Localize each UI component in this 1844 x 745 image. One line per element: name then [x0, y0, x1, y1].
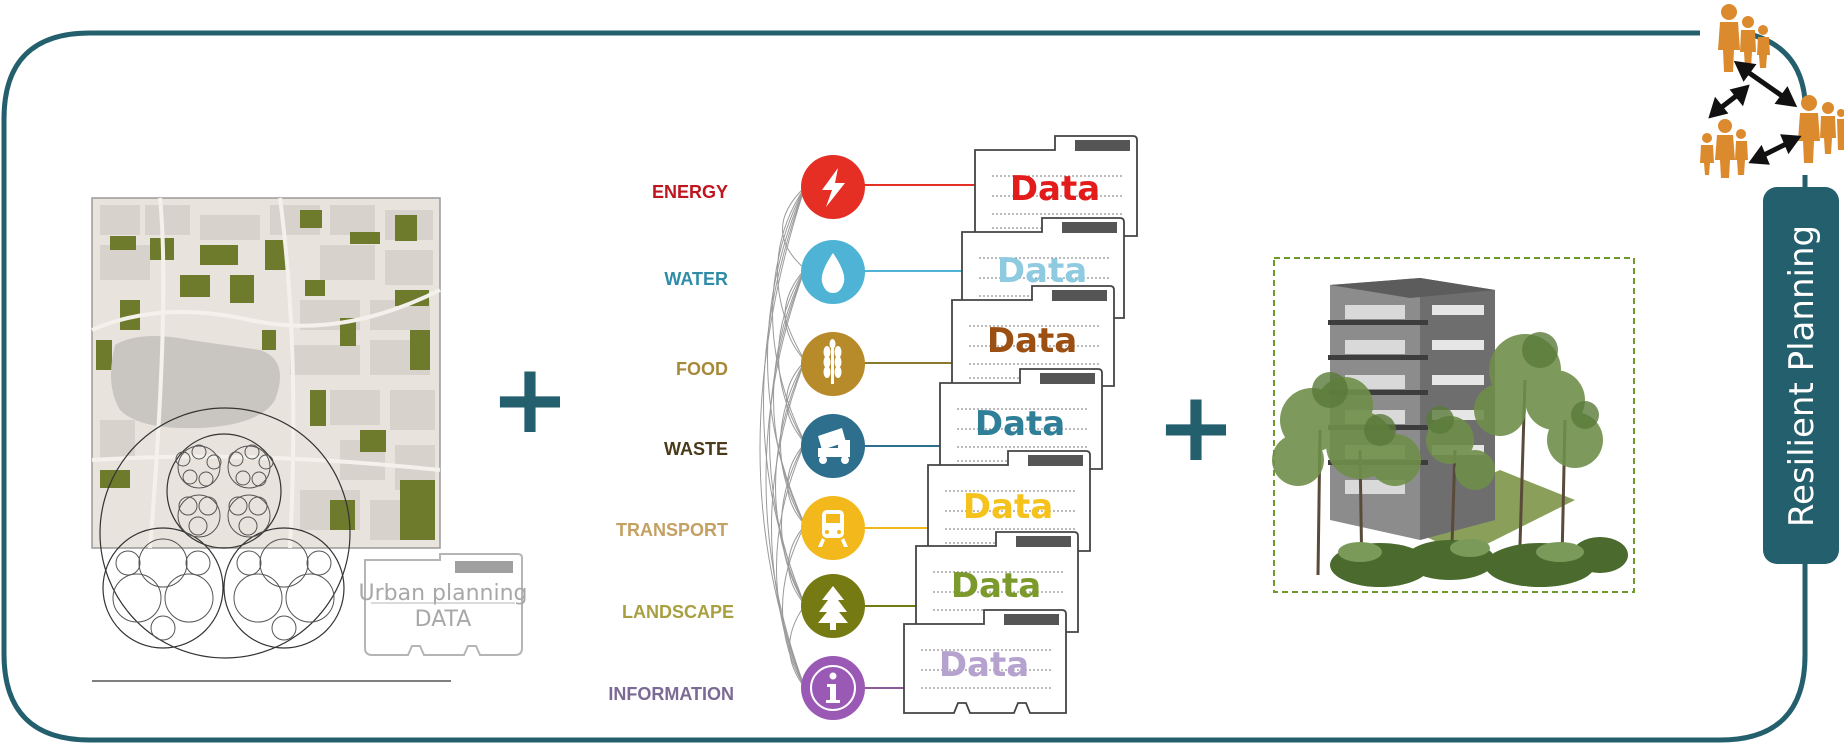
plus-sign-2: + [1156, 371, 1236, 483]
data-word: Data [987, 321, 1077, 361]
data-word: Data [975, 404, 1065, 444]
data-word: Data [951, 566, 1041, 606]
urban-planning-card: Urban planning DATA [359, 553, 528, 656]
green-building-illustration [1272, 257, 1635, 593]
data-word: Data [997, 251, 1087, 291]
category-label: TRANSPORT [616, 520, 728, 540]
connection-arcs [759, 186, 806, 689]
outer-frame [1, 30, 1808, 743]
category-rows: ENERGY WATER FOOD WAST [608, 155, 975, 720]
category-label: ENERGY [652, 182, 728, 202]
category-label: FOOD [676, 359, 728, 379]
urban-map [91, 197, 441, 549]
category-energy: ENERGY [652, 155, 975, 219]
category-transport: TRANSPORT [616, 496, 930, 560]
data-card-food: Data [951, 285, 1115, 387]
data-card-transport: Data [927, 450, 1091, 552]
data-card-information: Data [903, 609, 1067, 714]
resilient-planning-tab: Resilient Planning [1763, 187, 1839, 564]
category-label: WASTE [664, 439, 728, 459]
category-label: WATER [664, 269, 728, 289]
category-water: WATER [664, 240, 962, 304]
data-card-waste: Data [939, 368, 1103, 470]
circle-packing [99, 407, 351, 659]
data-word: Data [939, 645, 1029, 685]
data-word: Data [963, 487, 1053, 527]
category-food: FOOD [676, 332, 952, 396]
category-landscape: LANDSCAPE [622, 574, 920, 638]
data-card-energy: Data [974, 135, 1138, 237]
side-label: Resilient Planning [1782, 225, 1822, 527]
urban-card-line1: Urban planning [359, 581, 528, 606]
people-network-icon [1700, 4, 1844, 178]
category-label: LANDSCAPE [622, 602, 734, 622]
category-information: INFORMATION [608, 656, 910, 720]
data-card-stack: Data Data Data Data Data [903, 135, 1138, 714]
urban-card-line2: DATA [415, 607, 472, 632]
category-label: INFORMATION [608, 684, 734, 704]
plus-sign-1: + [490, 343, 570, 455]
category-waste: WASTE [664, 414, 940, 478]
data-word: Data [1010, 169, 1100, 209]
